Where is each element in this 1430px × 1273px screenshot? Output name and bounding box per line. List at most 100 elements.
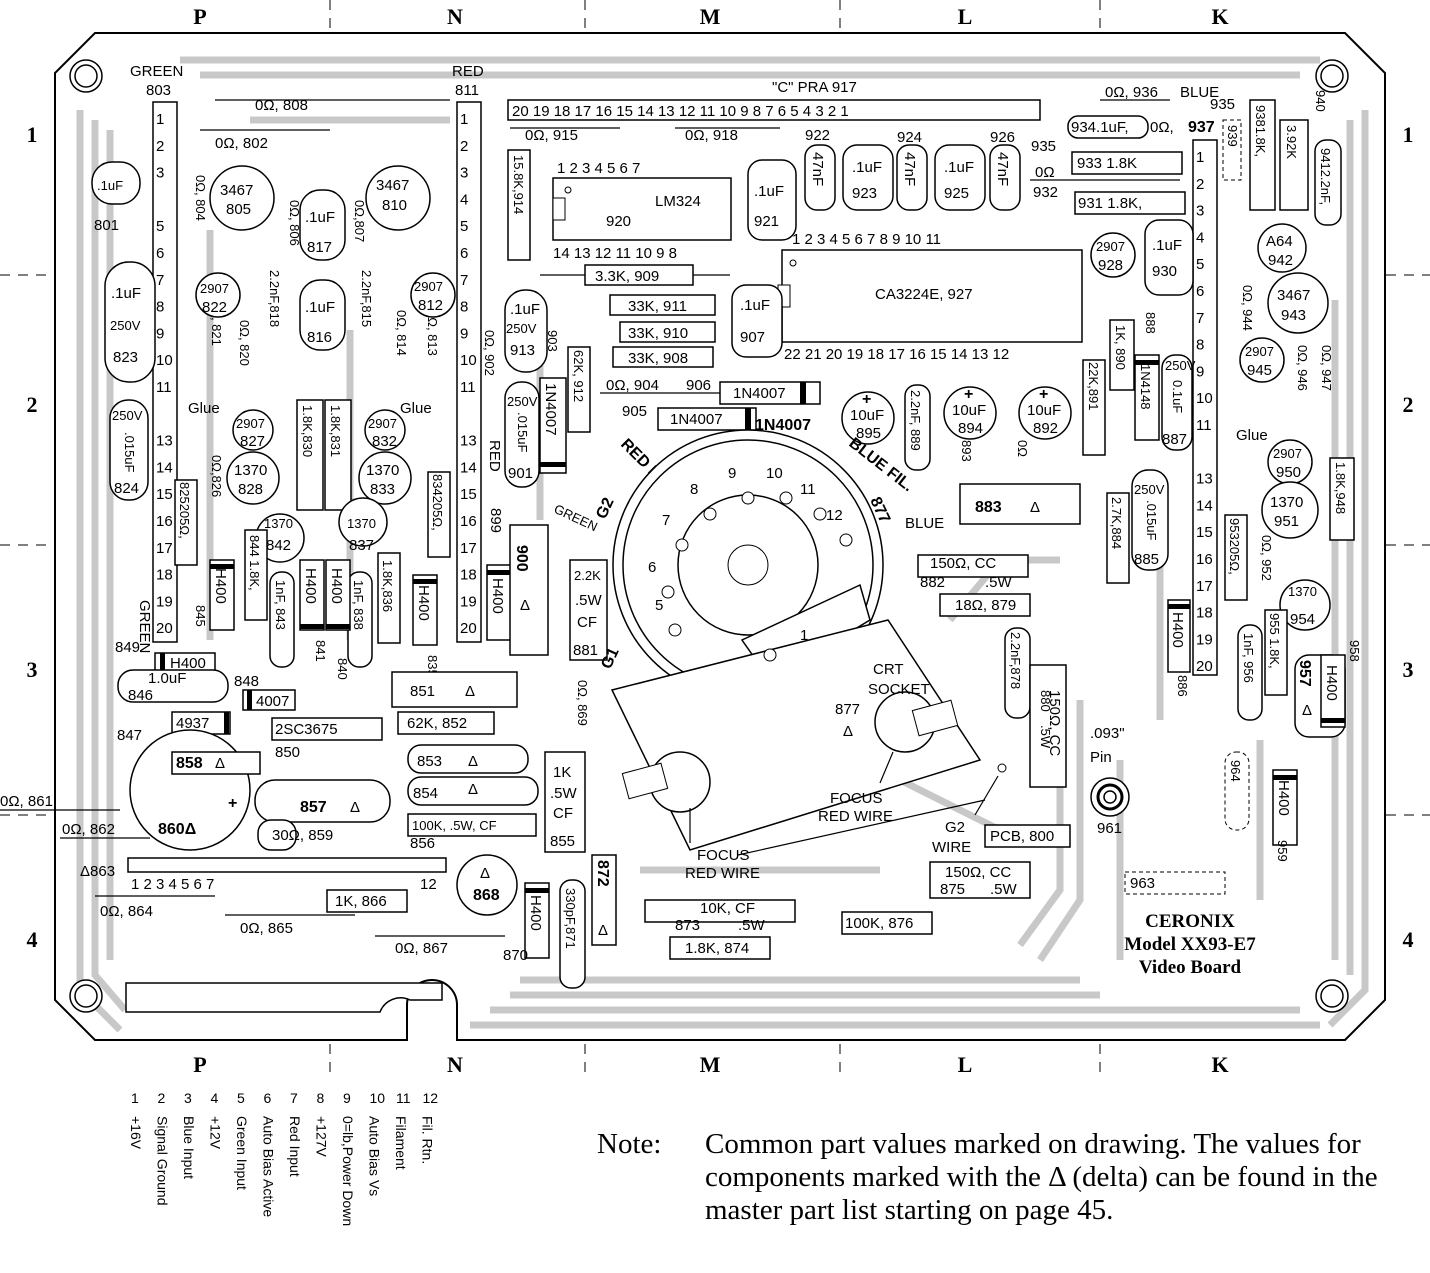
svg-text:FOCUS: FOCUS	[697, 847, 750, 864]
connector-pin-number: 18	[1196, 605, 1213, 622]
svg-text:9381.8K,: 9381.8K,	[1253, 105, 1268, 157]
svg-text:857: 857	[300, 799, 327, 816]
connector-pin-number: 5	[156, 218, 164, 235]
ic-lm324: 1 2 3 4 5 6 7 LM324 920 14 13 12 11 10 9…	[552, 160, 732, 262]
svg-text:2.2nF,815: 2.2nF,815	[359, 270, 374, 327]
connector-pin-number: 1	[460, 111, 468, 128]
connector-pin-number: 2	[156, 138, 164, 155]
svg-text:GREEN: GREEN	[136, 600, 153, 653]
svg-text:250V: 250V	[506, 321, 537, 336]
svg-text:.5W: .5W	[738, 917, 766, 934]
svg-text:845: 845	[193, 605, 208, 627]
svg-text:0Ω, 936: 0Ω, 936	[1105, 84, 1158, 101]
svg-text:887: 887	[1162, 431, 1187, 448]
svg-text:810: 810	[382, 197, 407, 214]
svg-text:1370: 1370	[264, 516, 293, 531]
connector-pin-number: 18	[156, 567, 173, 584]
svg-text:1K: 1K	[553, 764, 571, 781]
svg-text:CF: CF	[553, 805, 573, 822]
svg-text:894: 894	[958, 420, 983, 437]
connector-pin-number: 17	[156, 540, 173, 557]
svg-text:Δ863: Δ863	[80, 863, 115, 880]
svg-text:803: 803	[146, 82, 171, 99]
connector-pin-number: 9	[460, 325, 468, 342]
crt-pin-number: 9	[728, 465, 736, 482]
svg-text:12: 12	[420, 876, 437, 893]
connector-pin-number: 14	[156, 459, 173, 476]
svg-text:1K, 890: 1K, 890	[1113, 325, 1128, 370]
svg-text:964: 964	[1228, 760, 1243, 782]
svg-text:0Ω, 946: 0Ω, 946	[1295, 345, 1310, 391]
col-label-top: P	[193, 4, 206, 29]
svg-text:15.8K,914: 15.8K,914	[511, 155, 526, 214]
svg-text:0Ω, 813: 0Ω, 813	[425, 310, 440, 356]
svg-text:907: 907	[740, 329, 765, 346]
row-label-left: 2	[27, 392, 38, 417]
connector-pin-number: 18	[460, 567, 477, 584]
row-labels: 1 2 3 4 1 2 3 4	[27, 122, 1414, 952]
connector-pin-number: 4	[460, 191, 468, 208]
svg-text:1N4148: 1N4148	[1138, 364, 1153, 410]
svg-text:0Ω,826: 0Ω,826	[209, 455, 224, 497]
col-label-top: K	[1211, 4, 1228, 29]
connector-pin-number: 2	[460, 138, 468, 155]
svg-text:0Ω, 902: 0Ω, 902	[482, 330, 497, 376]
svg-text:2.2nF,818: 2.2nF,818	[267, 270, 282, 327]
connector-pin-number: 8	[156, 299, 164, 316]
svg-text:2907: 2907	[200, 281, 229, 296]
svg-text:BLUE: BLUE	[1180, 84, 1219, 101]
svg-text:LM324: LM324	[655, 193, 701, 210]
green-connector: GREEN 803 GREEN	[130, 63, 183, 653]
brand-line: Video Board	[1138, 957, 1242, 978]
svg-text:Δ: Δ	[215, 755, 225, 772]
pin-legend-name: Green Input	[234, 1116, 250, 1190]
pin-legend-number: 1	[131, 1090, 139, 1106]
connector-pin-number: 7	[460, 272, 468, 289]
pin-legend-name: +12V	[207, 1116, 224, 1150]
connector-pin-number: 13	[1196, 471, 1213, 488]
connector-pin-number: 14	[1196, 497, 1213, 514]
svg-text:881: 881	[573, 642, 598, 659]
svg-text:1 2 3 4 5 6 7: 1 2 3 4 5 6 7	[557, 160, 640, 177]
pin-legend-number: 5	[237, 1090, 245, 1106]
connector-pin-number: 3	[460, 165, 468, 182]
svg-text:913: 913	[510, 342, 535, 359]
svg-text:H400: H400	[170, 655, 206, 672]
note-label: Note:	[597, 1128, 662, 1160]
svg-text:33K, 908: 33K, 908	[628, 350, 688, 367]
svg-text:870: 870	[503, 947, 528, 964]
svg-text:330pF,871: 330pF,871	[563, 888, 578, 949]
svg-text:958: 958	[1347, 640, 1362, 662]
svg-text:RED WIRE: RED WIRE	[685, 865, 760, 882]
svg-text:1nF, 843: 1nF, 843	[273, 580, 288, 630]
pin-legend-number: 4	[210, 1090, 219, 1106]
svg-text:877: 877	[835, 701, 860, 718]
svg-text:849: 849	[115, 639, 140, 656]
svg-text:950: 950	[1276, 464, 1301, 481]
svg-text:H400: H400	[302, 568, 319, 604]
svg-text:CA3224E, 927: CA3224E, 927	[875, 286, 973, 303]
svg-text:.1uF: .1uF	[305, 209, 335, 226]
svg-text:33K, 911: 33K, 911	[628, 298, 687, 315]
svg-text:H400: H400	[489, 578, 506, 614]
connector-pin-number: 6	[156, 245, 164, 262]
connector-pin-number: 20	[460, 620, 477, 637]
svg-text:3467: 3467	[220, 182, 253, 199]
svg-text:851: 851	[410, 683, 435, 700]
svg-text:3467: 3467	[1277, 287, 1310, 304]
pin-legend-name: 0=lb,Power Down	[340, 1116, 356, 1227]
svg-text:2907: 2907	[1273, 446, 1302, 461]
pin-legend-name: Red Input	[287, 1116, 303, 1177]
svg-text:921: 921	[754, 213, 779, 230]
svg-text:150Ω, CC: 150Ω, CC	[930, 555, 996, 572]
svg-text:.1uF: .1uF	[754, 183, 784, 200]
connector-pin-number: 9	[156, 325, 164, 342]
svg-text:934.1uF,: 934.1uF,	[1071, 119, 1129, 136]
connector-pin-number: 1	[1196, 149, 1204, 166]
svg-text:1N4007: 1N4007	[733, 385, 786, 402]
crt-pin-hole	[763, 648, 777, 662]
board-brand: CERONIX Model XX93-E7 Video Board	[1120, 910, 1260, 979]
svg-text:0Ω,: 0Ω,	[1150, 119, 1174, 136]
connector-pin-number: 16	[156, 513, 173, 530]
svg-text:854: 854	[413, 785, 438, 802]
